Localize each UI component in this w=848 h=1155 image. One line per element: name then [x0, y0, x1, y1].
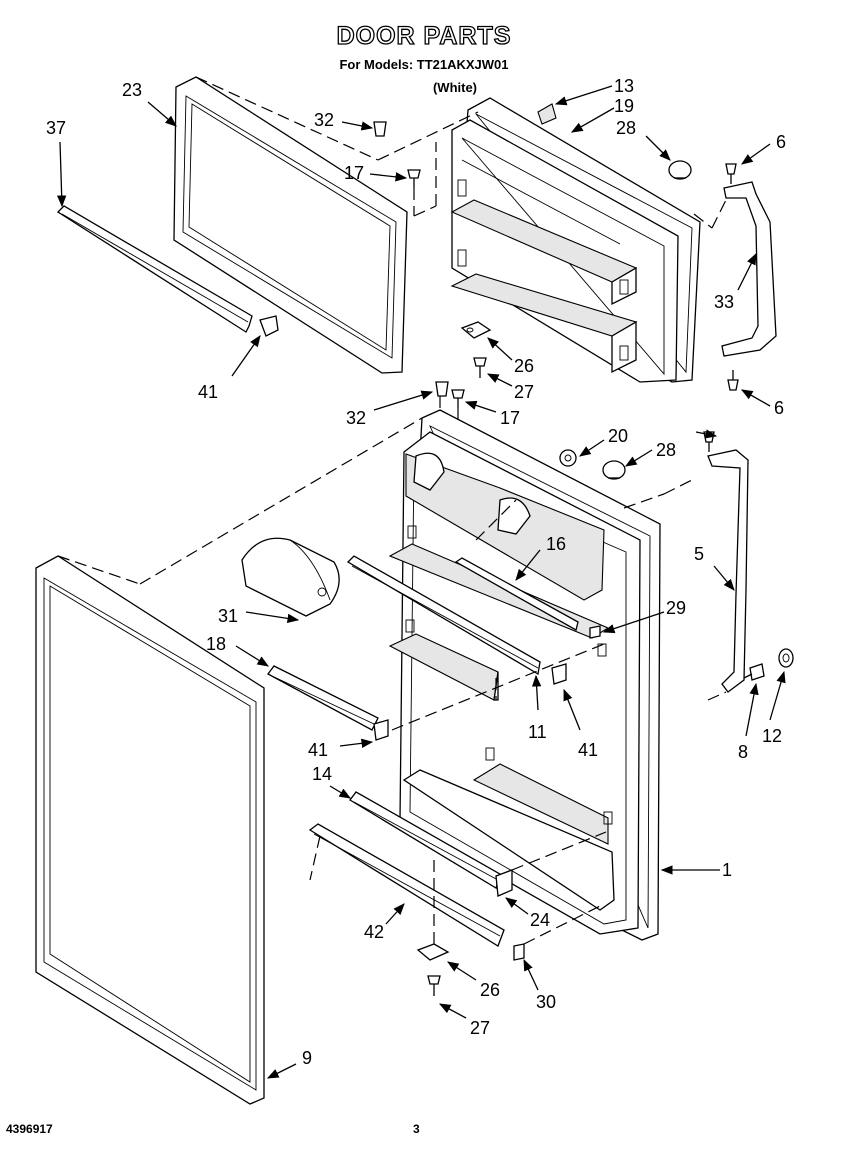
- fresh-food-door-gasket: [35, 555, 265, 1105]
- callout-17-upper: 17: [344, 163, 364, 183]
- callout-12: 12: [762, 726, 782, 746]
- callout-32-lower: 32: [346, 408, 366, 428]
- document-number: 4396917: [6, 1122, 53, 1136]
- hinge-bracket-lower: [416, 943, 450, 961]
- callout-13: 13: [614, 76, 634, 96]
- handle-screw-cap: [778, 648, 794, 668]
- leader-arrows: [56, 85, 786, 1079]
- callout-32-upper: 32: [314, 110, 334, 130]
- callout-5: 5: [694, 544, 704, 564]
- callout-28-lower: 28: [656, 440, 676, 460]
- fresh-food-hinge-pin: [435, 381, 449, 397]
- callout-9: 9: [302, 1048, 312, 1068]
- dairy-compartment-door: [241, 537, 340, 617]
- callout-28-upper: 28: [616, 118, 636, 138]
- callout-27-lower: 27: [470, 1018, 490, 1038]
- callout-17-lower: 17: [500, 408, 520, 428]
- freezer-door-handle: [721, 163, 777, 391]
- fresh-food-door: [388, 409, 661, 941]
- freezer-door: [450, 97, 701, 383]
- bin-front-trim: [308, 823, 505, 947]
- callout-27-upper: 27: [514, 382, 534, 402]
- trim-end-cap-left: [373, 719, 389, 741]
- models-subtitle: For Models: TT21AKXJW01: [339, 57, 509, 72]
- callout-14: 14: [312, 764, 332, 784]
- callout-41-left: 41: [308, 740, 328, 760]
- alignment-lines: [57, 76, 727, 945]
- freezer-door-gasket: [173, 76, 408, 374]
- fresh-food-hinge-screw: [451, 389, 465, 408]
- freezer-hinge-pin: [373, 121, 387, 137]
- trim-end-cap-29: [589, 625, 601, 639]
- hinge-bracket-upper: [460, 321, 492, 339]
- callout-18: 18: [206, 634, 226, 654]
- callout-6-lower: 6: [774, 398, 784, 418]
- callout-20: 20: [608, 426, 628, 446]
- callout-31: 31: [218, 606, 238, 626]
- shelf-end-cap: [495, 869, 513, 897]
- hinge-plug-upper: [668, 160, 692, 180]
- callout-labels: 23 37 32 17 13 19 28 6 33 6 41 26 27 32 …: [46, 76, 786, 1068]
- trim-end-cap-right: [551, 663, 567, 685]
- fresh-food-door-handle: [703, 431, 749, 693]
- callout-29: 29: [666, 598, 686, 618]
- hinge-screw-lower: [427, 975, 441, 996]
- color-note: (White): [432, 80, 478, 95]
- freezer-hinge-screw: [407, 169, 421, 188]
- dairy-door-trim: [454, 557, 579, 631]
- hinge-screw-upper: [473, 357, 487, 378]
- callout-26-upper: 26: [514, 356, 534, 376]
- upper-shelf-trim: [346, 555, 541, 676]
- callout-33: 33: [714, 292, 734, 312]
- handle-screw: [743, 663, 765, 681]
- callout-19: 19: [614, 96, 634, 116]
- lower-shelf-trim: [267, 665, 379, 731]
- callout-37: 37: [46, 118, 66, 138]
- callout-6-upper: 6: [776, 132, 786, 152]
- callout-41-upper: 41: [198, 382, 218, 402]
- hinge-plug-lower: [602, 460, 626, 480]
- callout-26-lower: 26: [480, 980, 500, 1000]
- callout-11: 11: [528, 722, 547, 742]
- callout-23: 23: [122, 80, 142, 100]
- callout-42: 42: [364, 922, 384, 942]
- callout-1: 1: [722, 860, 732, 880]
- callout-30: 30: [536, 992, 556, 1012]
- callout-16: 16: [546, 534, 566, 554]
- trim-end-cap-30: [513, 943, 525, 961]
- callout-24: 24: [530, 910, 550, 930]
- callout-41-right: 41: [578, 740, 598, 760]
- callout-8: 8: [738, 742, 748, 762]
- door-closer-cam: [559, 449, 577, 467]
- page-number: 3: [413, 1122, 420, 1136]
- model-nameplate: [537, 103, 557, 125]
- page-title: DOOR PARTS: [336, 21, 512, 50]
